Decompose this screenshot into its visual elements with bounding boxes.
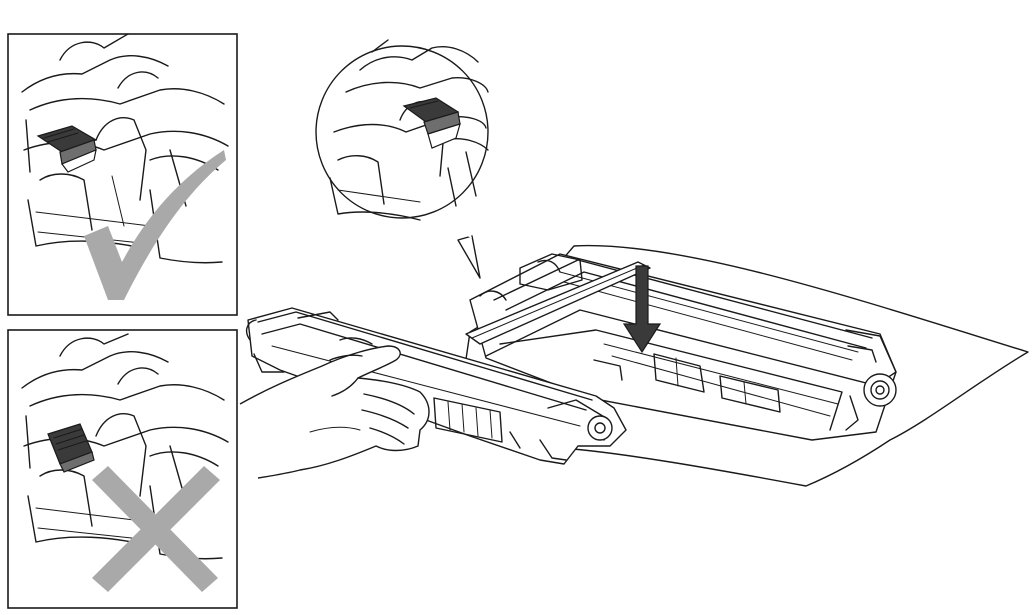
magnifier-tab [402,97,461,149]
cartridge-gear [587,415,613,441]
hands [239,345,430,479]
incorrect-position-panel [7,329,238,609]
arrow-down-icon [622,265,662,354]
correct-position-panel [7,33,238,316]
check-mark-icon [84,150,226,300]
drum-gear [863,373,897,407]
incorrect-panel-drawing [21,333,229,560]
cross-mark-icon [92,466,220,592]
magnifier-callout [315,39,489,279]
incorrect-tab [47,423,95,473]
toner-cartridge [245,307,627,465]
magnifier-circle [315,45,489,219]
correct-tab [36,125,98,173]
slide-guide [465,261,651,345]
magnifier-detail [329,39,489,221]
